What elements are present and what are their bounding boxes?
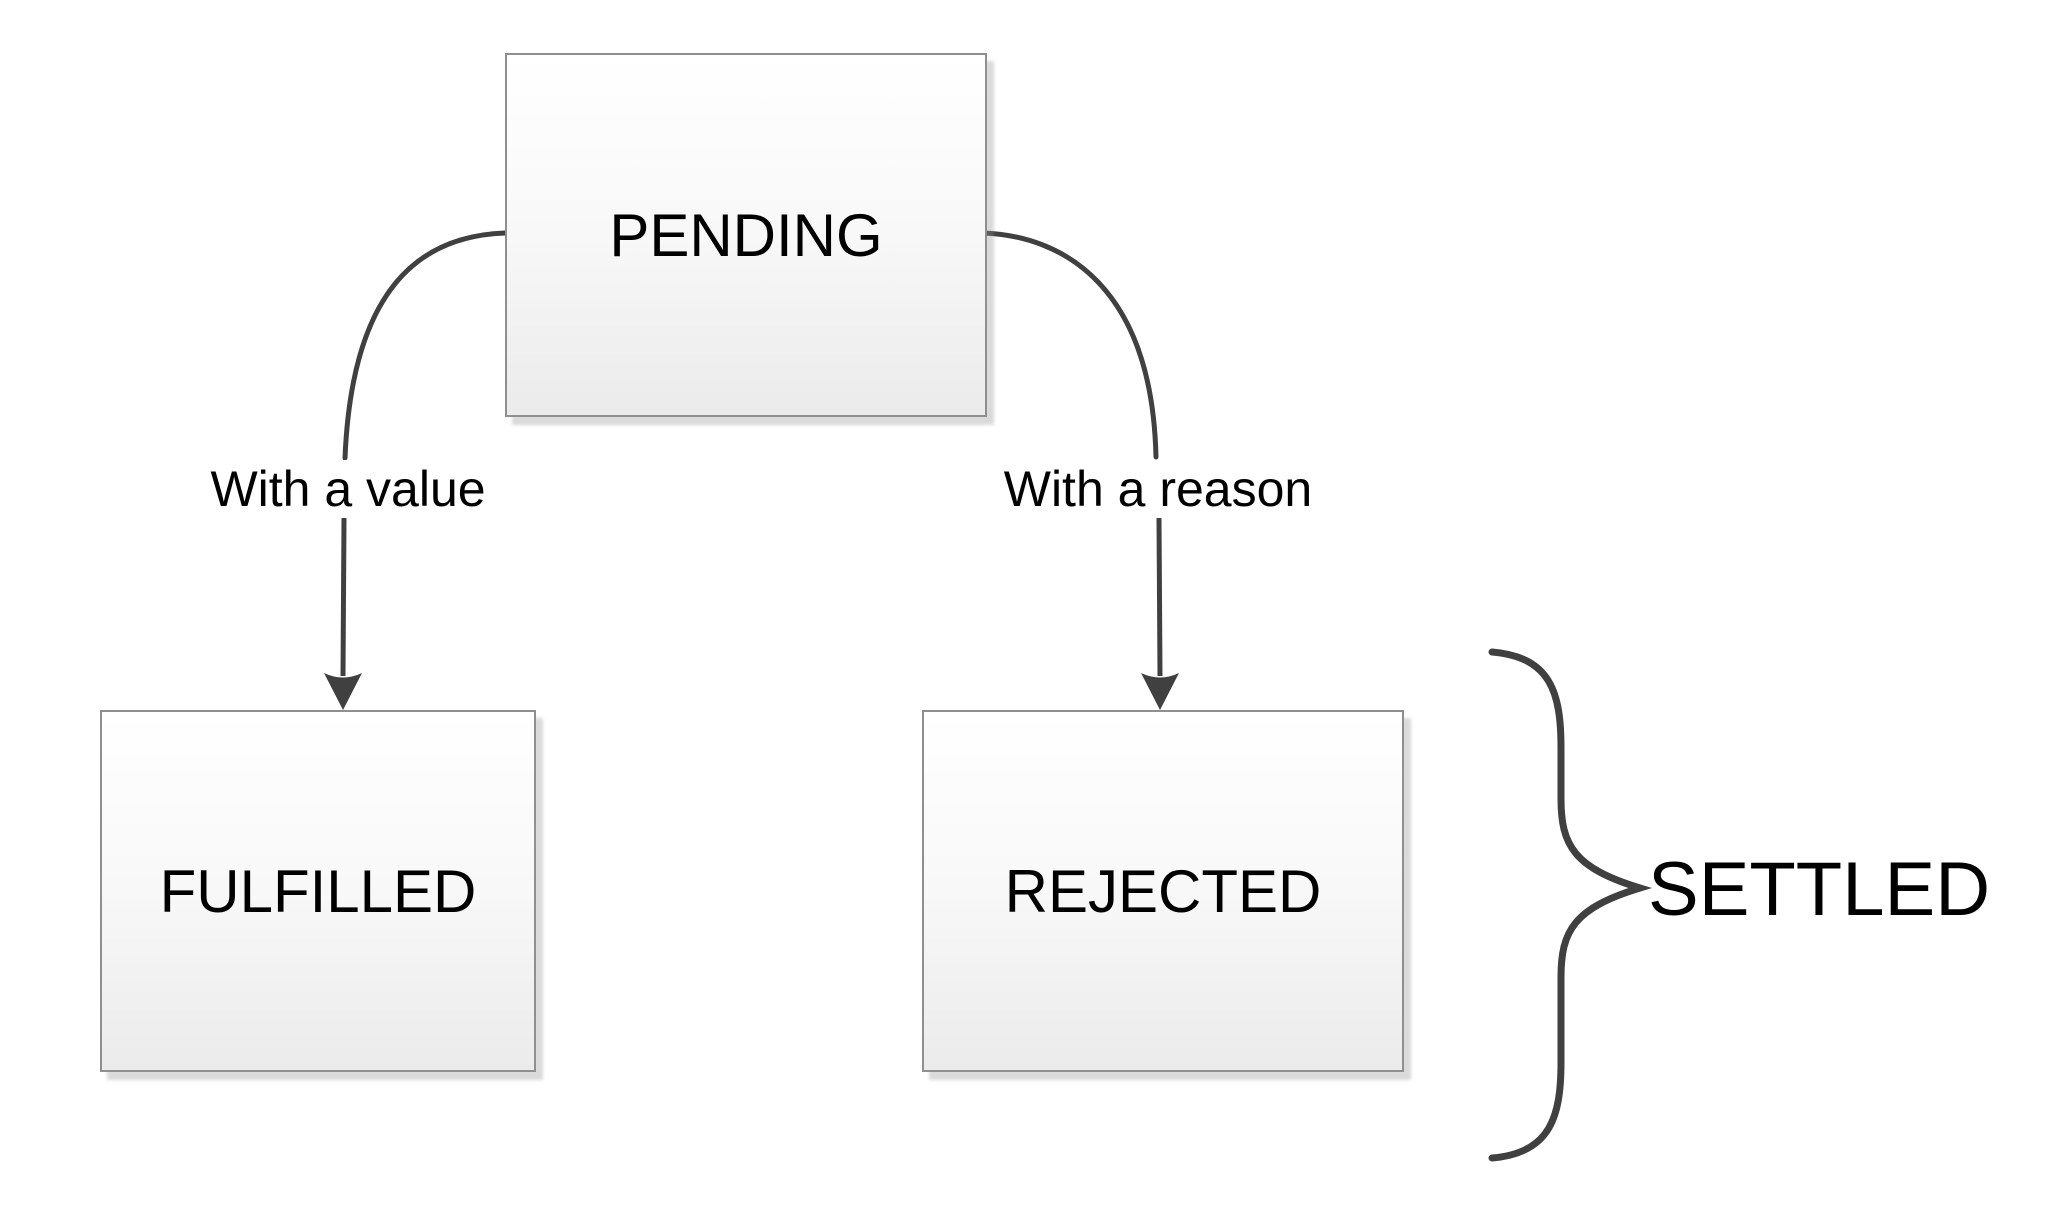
edge-pending-rejected-curve xyxy=(980,230,1159,460)
node-pending: PENDING xyxy=(505,53,987,417)
edge-pending-fulfilled-curve xyxy=(342,230,508,461)
curly-brace-icon xyxy=(1488,648,1653,1162)
node-fulfilled: FULFILLED xyxy=(100,710,536,1072)
node-rejected: REJECTED xyxy=(922,710,1404,1072)
edge-label-with-a-reason: With a reason xyxy=(997,460,1319,518)
edge-pending-fulfilled-stem xyxy=(340,517,347,677)
node-rejected-label: REJECTED xyxy=(1004,857,1322,925)
node-fulfilled-label: FULFILLED xyxy=(159,857,477,925)
node-pending-label: PENDING xyxy=(609,201,883,269)
edge-pending-rejected-stem xyxy=(1156,517,1163,677)
group-label-settled: SETTLED xyxy=(1648,846,1991,932)
arrowhead-down-icon xyxy=(324,673,362,710)
edge-label-with-a-value: With a value xyxy=(204,460,492,518)
arrowhead-down-icon xyxy=(1141,673,1179,710)
